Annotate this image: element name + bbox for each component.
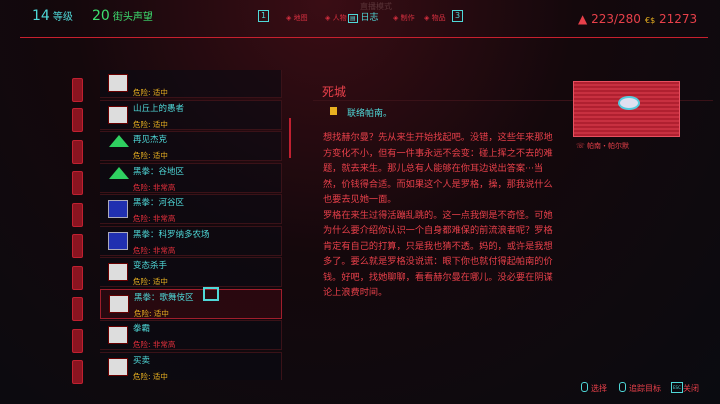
quest-list-item[interactable]: 黑拳：科罗纳多农场 危险: 非常高: [100, 225, 282, 256]
quest-list: 危险: 适中 山丘上的愚者 危险: 适中 再见杰克 危险: 适中 黑拳：谷地区 …: [100, 70, 284, 380]
quest-list-item[interactable]: 变态杀手 危险: 适中: [100, 257, 282, 287]
esc-key-icon: ESC: [671, 382, 683, 393]
tab-crafting[interactable]: ◈ 制作: [393, 14, 415, 22]
green-diamond-icon: [109, 135, 129, 147]
quest-list-item[interactable]: 山丘上的愚者 危险: 适中: [100, 99, 282, 130]
quest-list-item[interactable]: 拳霸 危险: 非常高: [100, 320, 282, 350]
quest-name: 拳霸: [133, 324, 151, 334]
blue-logo-icon: [108, 231, 128, 250]
category-tab[interactable]: [72, 266, 83, 290]
scrollbar[interactable]: [289, 118, 291, 158]
blue-logo-icon: [108, 200, 128, 218]
objective-icon: [330, 107, 337, 115]
category-tab[interactable]: [72, 140, 83, 164]
category-tab[interactable]: [72, 297, 83, 321]
divider: [313, 100, 713, 101]
fixer-logo-icon: [108, 326, 128, 344]
key-hint-left[interactable]: 1: [258, 10, 269, 22]
quest-name: 山丘上的愚者: [133, 103, 185, 114]
category-tab[interactable]: [72, 360, 83, 384]
tab-journal[interactable]: ▤ 日志: [348, 13, 379, 23]
danger-level: 危险: 非常高: [133, 245, 176, 255]
quest-list-item[interactable]: 再见杰克 危险: 适中: [100, 131, 282, 161]
mouse-right-icon: [619, 382, 626, 392]
quest-name: 变态杀手: [133, 261, 168, 271]
quest-title: 死城: [322, 85, 347, 99]
carry-weight: ▲ 223/280: [578, 12, 641, 26]
fixer-logo-icon: [108, 74, 128, 92]
paragraph: 想找赫尔曼？先从来生开始找起吧。没错，这些年来那地方变化不小，但有一件事永远不会…: [323, 132, 553, 205]
objective[interactable]: 联络帕南。: [347, 109, 393, 119]
select-hint[interactable]: 选择: [591, 384, 607, 393]
tab-inventory[interactable]: ◈ 物品: [424, 14, 446, 22]
eye-logo-icon: [618, 96, 640, 110]
money: €$ 21273: [645, 12, 698, 26]
category-tab[interactable]: [72, 329, 83, 353]
track-hint[interactable]: 追踪目标: [629, 384, 661, 393]
streaming-mode: 直播模式: [360, 2, 392, 11]
quest-list-item[interactable]: 黑拳：河谷区 危险: 非常高: [100, 194, 282, 224]
contact-name: ☏ 帕南・帕尔默: [576, 142, 629, 150]
danger-level: 危险: 适中: [133, 119, 168, 129]
quest-list-item[interactable]: 黑拳：歌舞伎区 危险: 适中: [100, 288, 282, 319]
key-hint-right[interactable]: 3: [452, 10, 463, 22]
mouse-left-icon: [581, 382, 588, 392]
danger-level: 危险: 适中: [133, 88, 168, 97]
quest-name: 买卖: [133, 355, 151, 366]
danger-level: 危险: 适中: [134, 308, 169, 318]
paragraph: 罗格在来生过得活蹦乱跳的。这一点我倒是不奇怪。可她为什么要介绍你认识一个自身都难…: [323, 209, 553, 299]
fixer-logo-icon: [108, 105, 128, 124]
weight-icon: ▲: [578, 12, 588, 26]
quest-name: 黑拳：河谷区: [133, 198, 185, 208]
quest-name: 黑拳：歌舞伎区: [134, 292, 194, 303]
quest-list-item[interactable]: 买卖 危险: 适中: [100, 351, 282, 381]
eddies-icon: €$: [645, 16, 656, 25]
quest-list-item[interactable]: 危险: 适中: [100, 70, 282, 98]
danger-level: 危险: 适中: [133, 277, 168, 286]
category-tab[interactable]: [72, 171, 83, 195]
tab-characters[interactable]: ◈ 人物: [325, 14, 347, 22]
category-tab[interactable]: [72, 78, 83, 102]
quest-name: 再见杰克: [133, 135, 168, 145]
quest-name: 黑拳：谷地区: [133, 166, 185, 177]
cursor: [203, 287, 219, 301]
green-diamond-icon: [109, 166, 129, 179]
quest-list-item[interactable]: 黑拳：谷地区 危险: 非常高: [100, 162, 282, 193]
danger-level: 危险: 非常高: [133, 340, 176, 349]
danger-level: 危险: 适中: [133, 371, 168, 381]
category-tab[interactable]: [72, 203, 83, 227]
header-divider: [20, 37, 708, 38]
quest-name: 黑拳：科罗纳多农场: [133, 229, 210, 240]
fixer-logo-icon: [108, 357, 128, 376]
category-tab[interactable]: [72, 108, 83, 132]
category-tab[interactable]: [72, 234, 83, 258]
danger-level: 危险: 非常高: [133, 182, 176, 192]
danger-level: 危险: 适中: [133, 151, 168, 160]
close-hint[interactable]: 关闭: [683, 384, 699, 393]
fixer-logo-icon: [108, 263, 128, 281]
tab-map[interactable]: ◈ 地图: [286, 14, 308, 22]
quest-description: 想找赫尔曼？先从来生开始找起吧。没错，这些年来那地方变化不小，但有一件事永远不会…: [323, 130, 553, 301]
fixer-logo-icon: [109, 294, 129, 313]
danger-level: 危险: 非常高: [133, 214, 176, 223]
